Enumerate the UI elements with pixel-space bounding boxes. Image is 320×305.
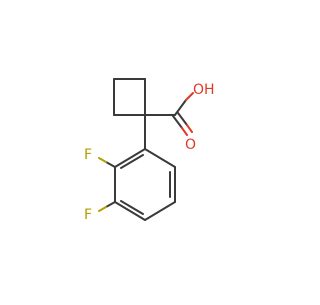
cyclobutane-ring	[113, 78, 146, 116]
c-oh-bond	[174, 99, 187, 116]
ring-bond	[114, 201, 146, 221]
carboxylic-acid-group	[144, 92, 194, 136]
c-o-double-bond-b-oxygen	[186, 124, 193, 133]
fluorine-bonds	[98, 157, 116, 212]
c2-f-bond-fluorine	[98, 157, 107, 163]
c-oh-bond-oxygen	[185, 92, 194, 101]
c2-f-bond	[105, 161, 116, 168]
fluorine-2-label: F	[84, 147, 92, 163]
c-o-double-bond-b	[177, 112, 188, 126]
c3-f-bond-fluorine	[98, 206, 107, 212]
difluorophenyl-ring	[114, 114, 176, 221]
ring-bond	[144, 148, 176, 168]
c-o-double-bond-a-oxygen	[181, 127, 188, 136]
molecule-structure: OH O F F	[84, 78, 215, 223]
hydroxyl-label: OH	[193, 82, 215, 98]
structure-canvas: OH O F F	[84, 78, 215, 223]
fluorine-3-label: F	[84, 207, 92, 223]
c-o-double-bond-a	[172, 115, 183, 129]
ring-bond	[114, 148, 146, 168]
c3-f-bond	[105, 201, 116, 208]
carbonyl-oxygen-label: O	[185, 137, 196, 153]
aromatic-inner-bond	[120, 200, 144, 215]
ring-bond	[144, 201, 176, 221]
aromatic-inner-bond	[120, 154, 144, 169]
